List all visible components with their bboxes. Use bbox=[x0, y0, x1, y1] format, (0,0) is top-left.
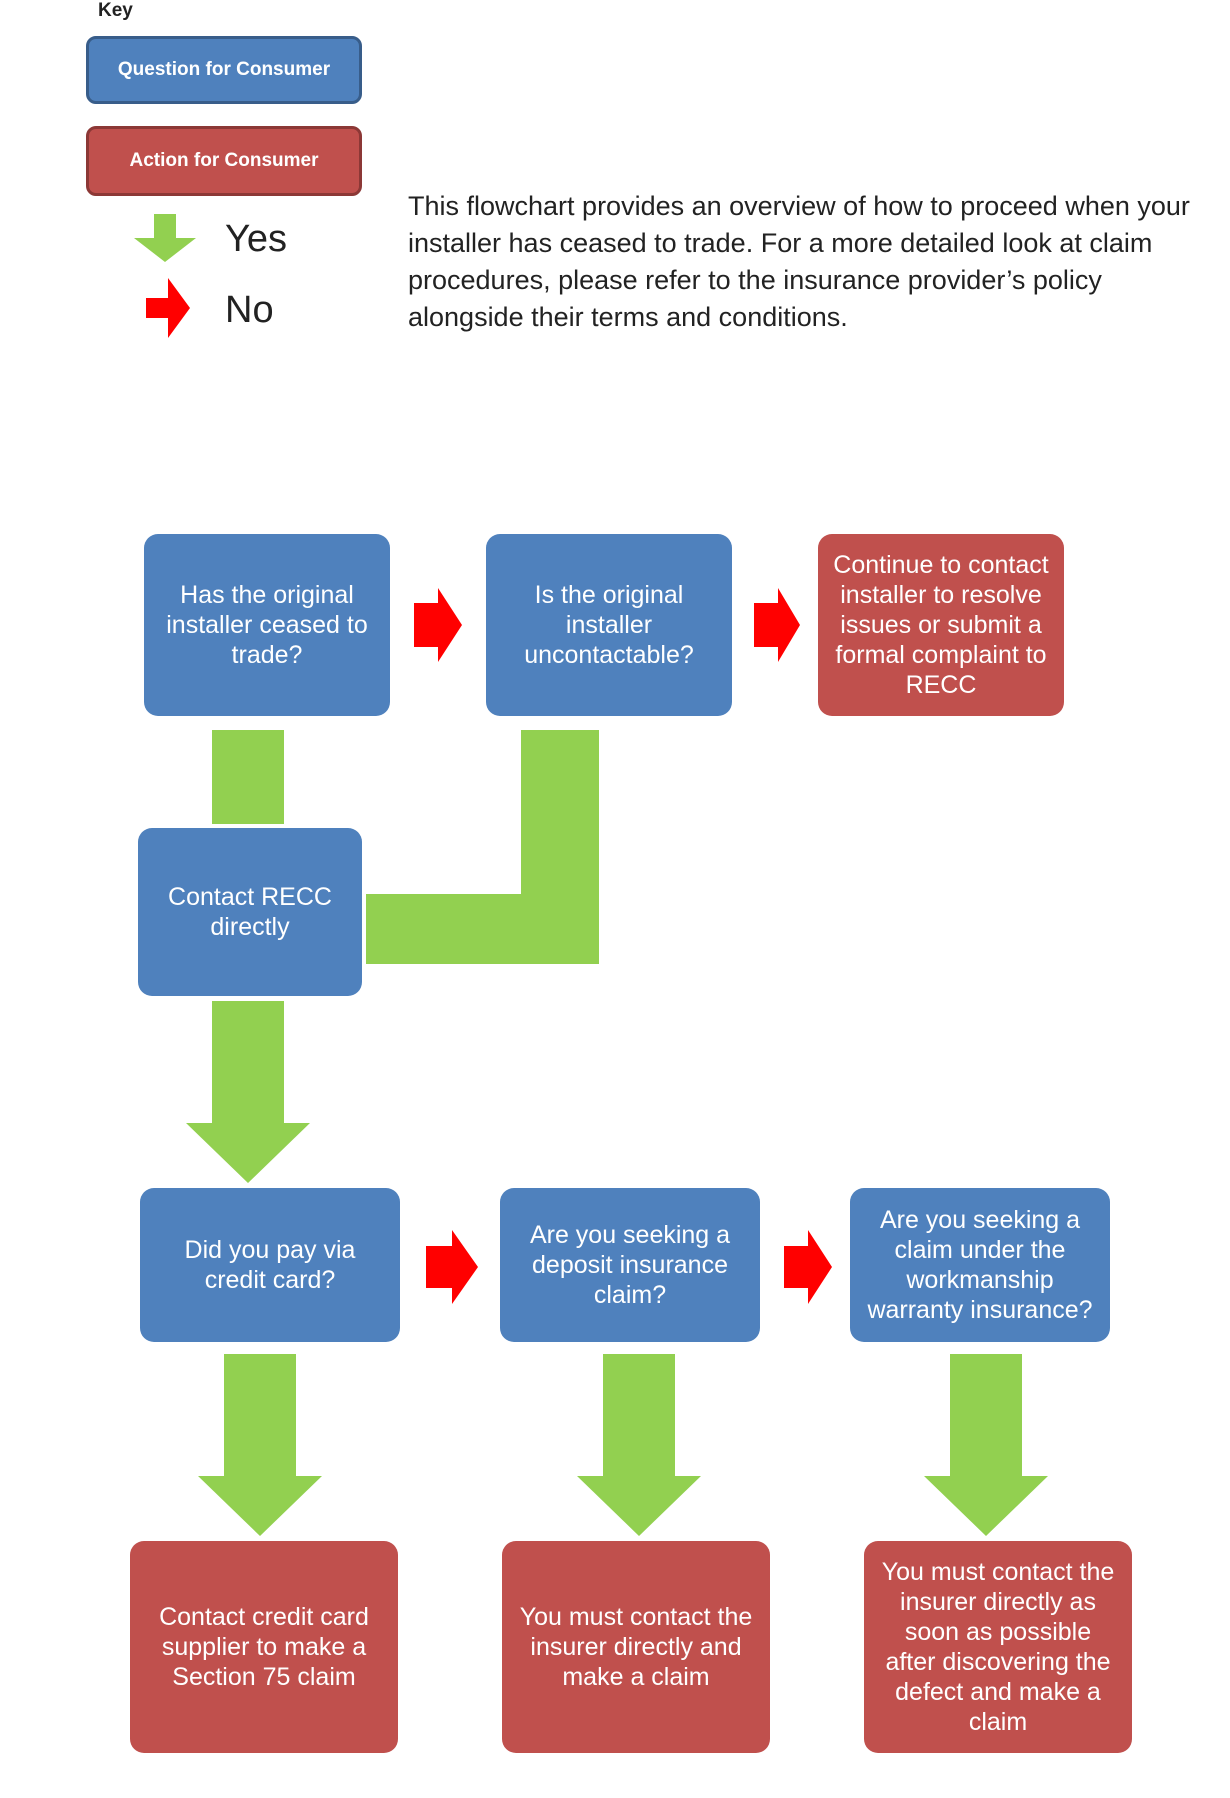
no-arrow-icon bbox=[426, 1230, 478, 1304]
key-action-box: Action for Consumer bbox=[86, 126, 362, 196]
node-credit-card: Did you pay via credit card? bbox=[140, 1188, 400, 1342]
yes-arrow-icon bbox=[186, 1001, 310, 1183]
key-title: Key bbox=[98, 0, 133, 21]
yes-arrow-icon bbox=[577, 1354, 701, 1536]
no-arrow-icon bbox=[146, 278, 190, 338]
node-ceased-to-trade: Has the original installer ceased to tra… bbox=[144, 534, 390, 716]
legend-yes-label: Yes bbox=[225, 218, 287, 260]
node-uncontactable: Is the original installer uncontactable? bbox=[486, 534, 732, 716]
no-arrow-icon bbox=[414, 588, 462, 662]
yes-arrow-icon bbox=[134, 214, 196, 262]
no-arrow-icon bbox=[784, 1230, 832, 1304]
node-workmanship-claim: Are you seeking a claim under the workma… bbox=[850, 1188, 1110, 1342]
node-contact-recc: Contact RECC directly bbox=[138, 828, 362, 996]
yes-arrow-icon bbox=[366, 730, 599, 964]
yes-arrow-icon bbox=[212, 730, 284, 824]
intro-text: This flowchart provides an overview of h… bbox=[408, 191, 1190, 332]
legend-no-label: No bbox=[225, 289, 274, 331]
node-continue-contact: Continue to contact installer to resolve… bbox=[818, 534, 1064, 716]
node-deposit-claim: Are you seeking a deposit insurance clai… bbox=[500, 1188, 760, 1342]
no-arrow-icon bbox=[754, 588, 800, 662]
node-section75: Contact credit card supplier to make a S… bbox=[130, 1541, 398, 1753]
key-question-box: Question for Consumer bbox=[86, 36, 362, 104]
node-deposit-insurer: You must contact the insurer directly an… bbox=[502, 1541, 770, 1753]
node-workmanship-insurer: You must contact the insurer directly as… bbox=[864, 1541, 1132, 1753]
yes-arrow-icon bbox=[198, 1354, 322, 1536]
yes-arrow-icon bbox=[924, 1354, 1048, 1536]
